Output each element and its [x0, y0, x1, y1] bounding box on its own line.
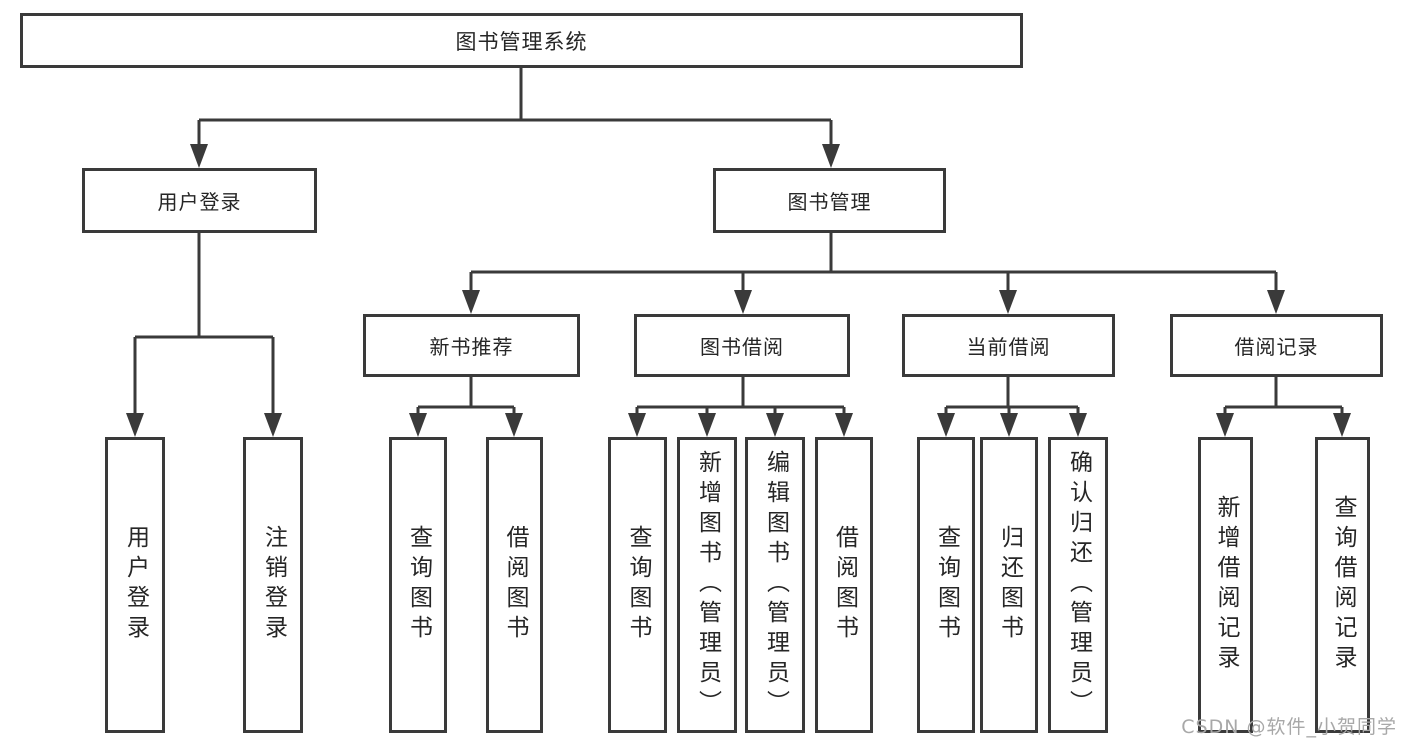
leaf-query-book-recommend: 查询图书	[389, 437, 447, 733]
leaf-confirm-return-admin: 确认归还（管理员）	[1048, 437, 1108, 733]
arrowheads	[126, 144, 1351, 437]
leaf-logout: 注销登录	[243, 437, 303, 733]
leaf-query-book-current: 查询图书	[917, 437, 975, 733]
leaf-edit-book-admin: 编辑图书（管理员）	[745, 437, 805, 733]
node-library-management-system: 图书管理系统	[20, 13, 1023, 68]
node-current-borrowing: 当前借阅	[902, 314, 1115, 377]
leaf-user-login: 用户登录	[105, 437, 165, 733]
leaf-borrow-book-recommend: 借阅图书	[486, 437, 543, 733]
node-user-login: 用户登录	[82, 168, 317, 233]
leaf-add-book-admin: 新增图书（管理员）	[677, 437, 737, 733]
node-new-book-recommend: 新书推荐	[363, 314, 580, 377]
leaf-query-borrow-record: 查询借阅记录	[1315, 437, 1370, 733]
node-book-borrowing: 图书借阅	[634, 314, 850, 377]
leaf-add-borrow-record: 新增借阅记录	[1198, 437, 1253, 733]
leaf-borrow-book: 借阅图书	[815, 437, 873, 733]
leaf-query-book-borrowing: 查询图书	[608, 437, 667, 733]
node-book-management: 图书管理	[713, 168, 946, 233]
leaf-return-book: 归还图书	[980, 437, 1038, 733]
node-borrowing-records: 借阅记录	[1170, 314, 1383, 377]
csdn-watermark: CSDN @软件_小贺同学	[1181, 716, 1397, 738]
